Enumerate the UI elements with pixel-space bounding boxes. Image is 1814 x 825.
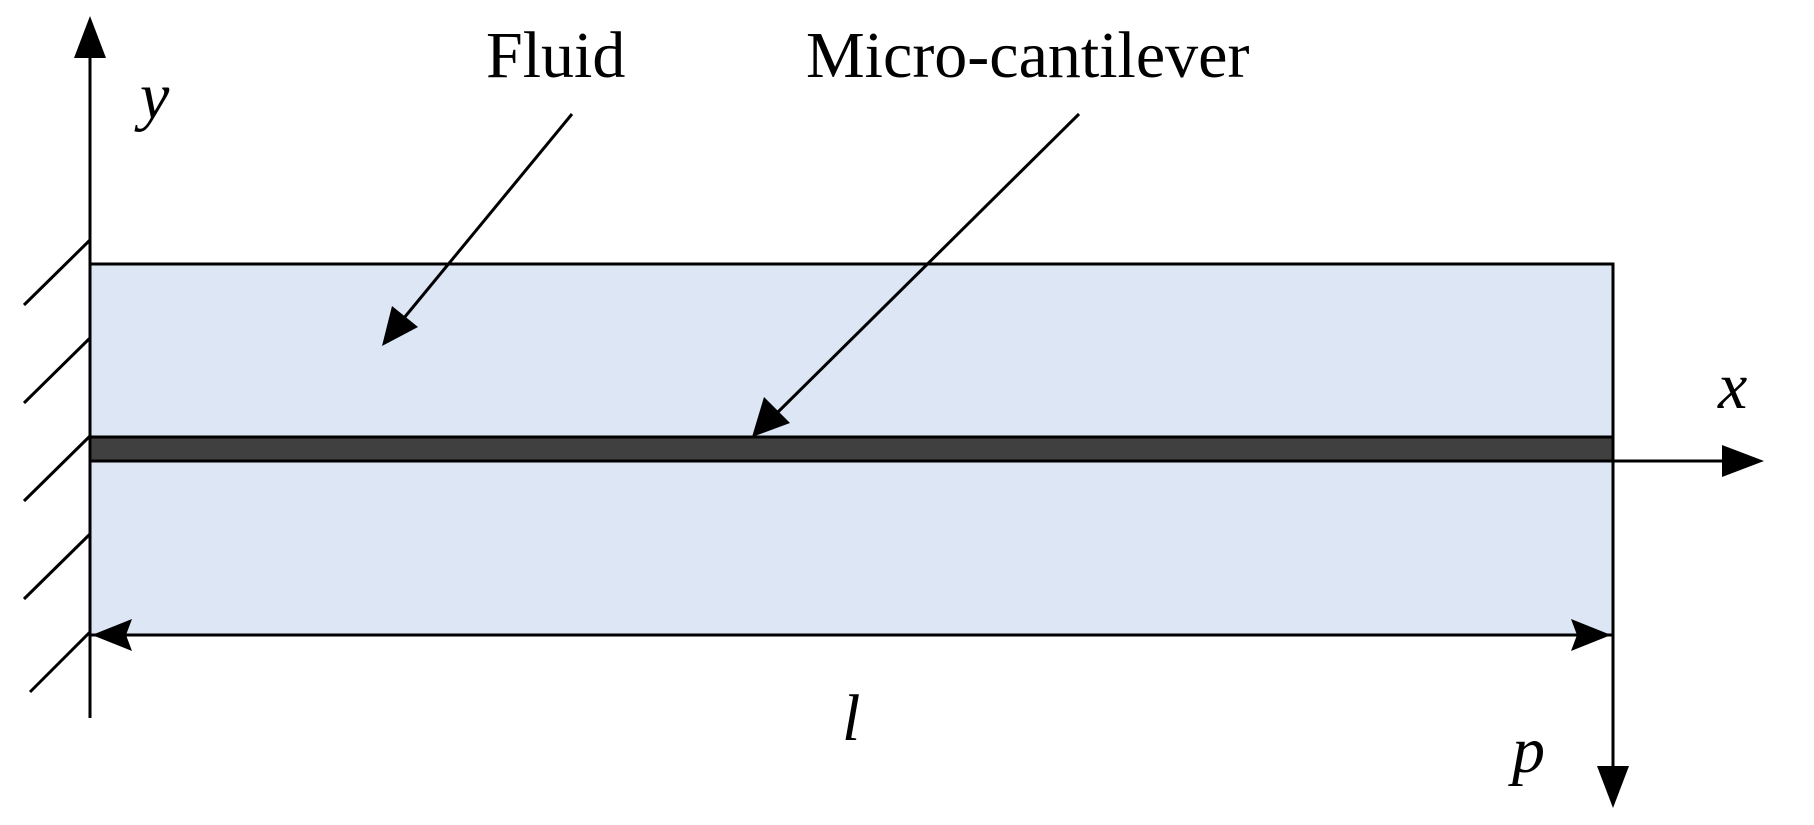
clamped-wall-hatching [22, 238, 92, 694]
fluid-label: Fluid [486, 19, 625, 92]
load-arrow [1597, 635, 1629, 808]
fluid-leader-arrowhead [382, 306, 418, 346]
load-label: p [1508, 714, 1545, 787]
length-dimension [92, 619, 1611, 651]
x-axis [1613, 445, 1764, 477]
fluid-leader [382, 113, 574, 346]
load-arrowhead [1597, 766, 1629, 808]
length-arrowhead-right [1571, 619, 1611, 651]
cantilever-leader-arrowhead [752, 397, 790, 437]
micro-cantilever-label: Micro-cantilever [806, 19, 1249, 92]
cantilever-leader [752, 112, 1081, 437]
y-axis-arrowhead [74, 16, 106, 58]
y-axis [74, 16, 106, 718]
x-axis-arrowhead [1722, 445, 1764, 477]
y-axis-label: y [134, 60, 170, 133]
micro-cantilever-beam [88, 435, 1615, 463]
x-axis-label: x [1717, 350, 1747, 423]
length-arrowhead-left [92, 619, 132, 651]
length-label: l [842, 682, 860, 755]
